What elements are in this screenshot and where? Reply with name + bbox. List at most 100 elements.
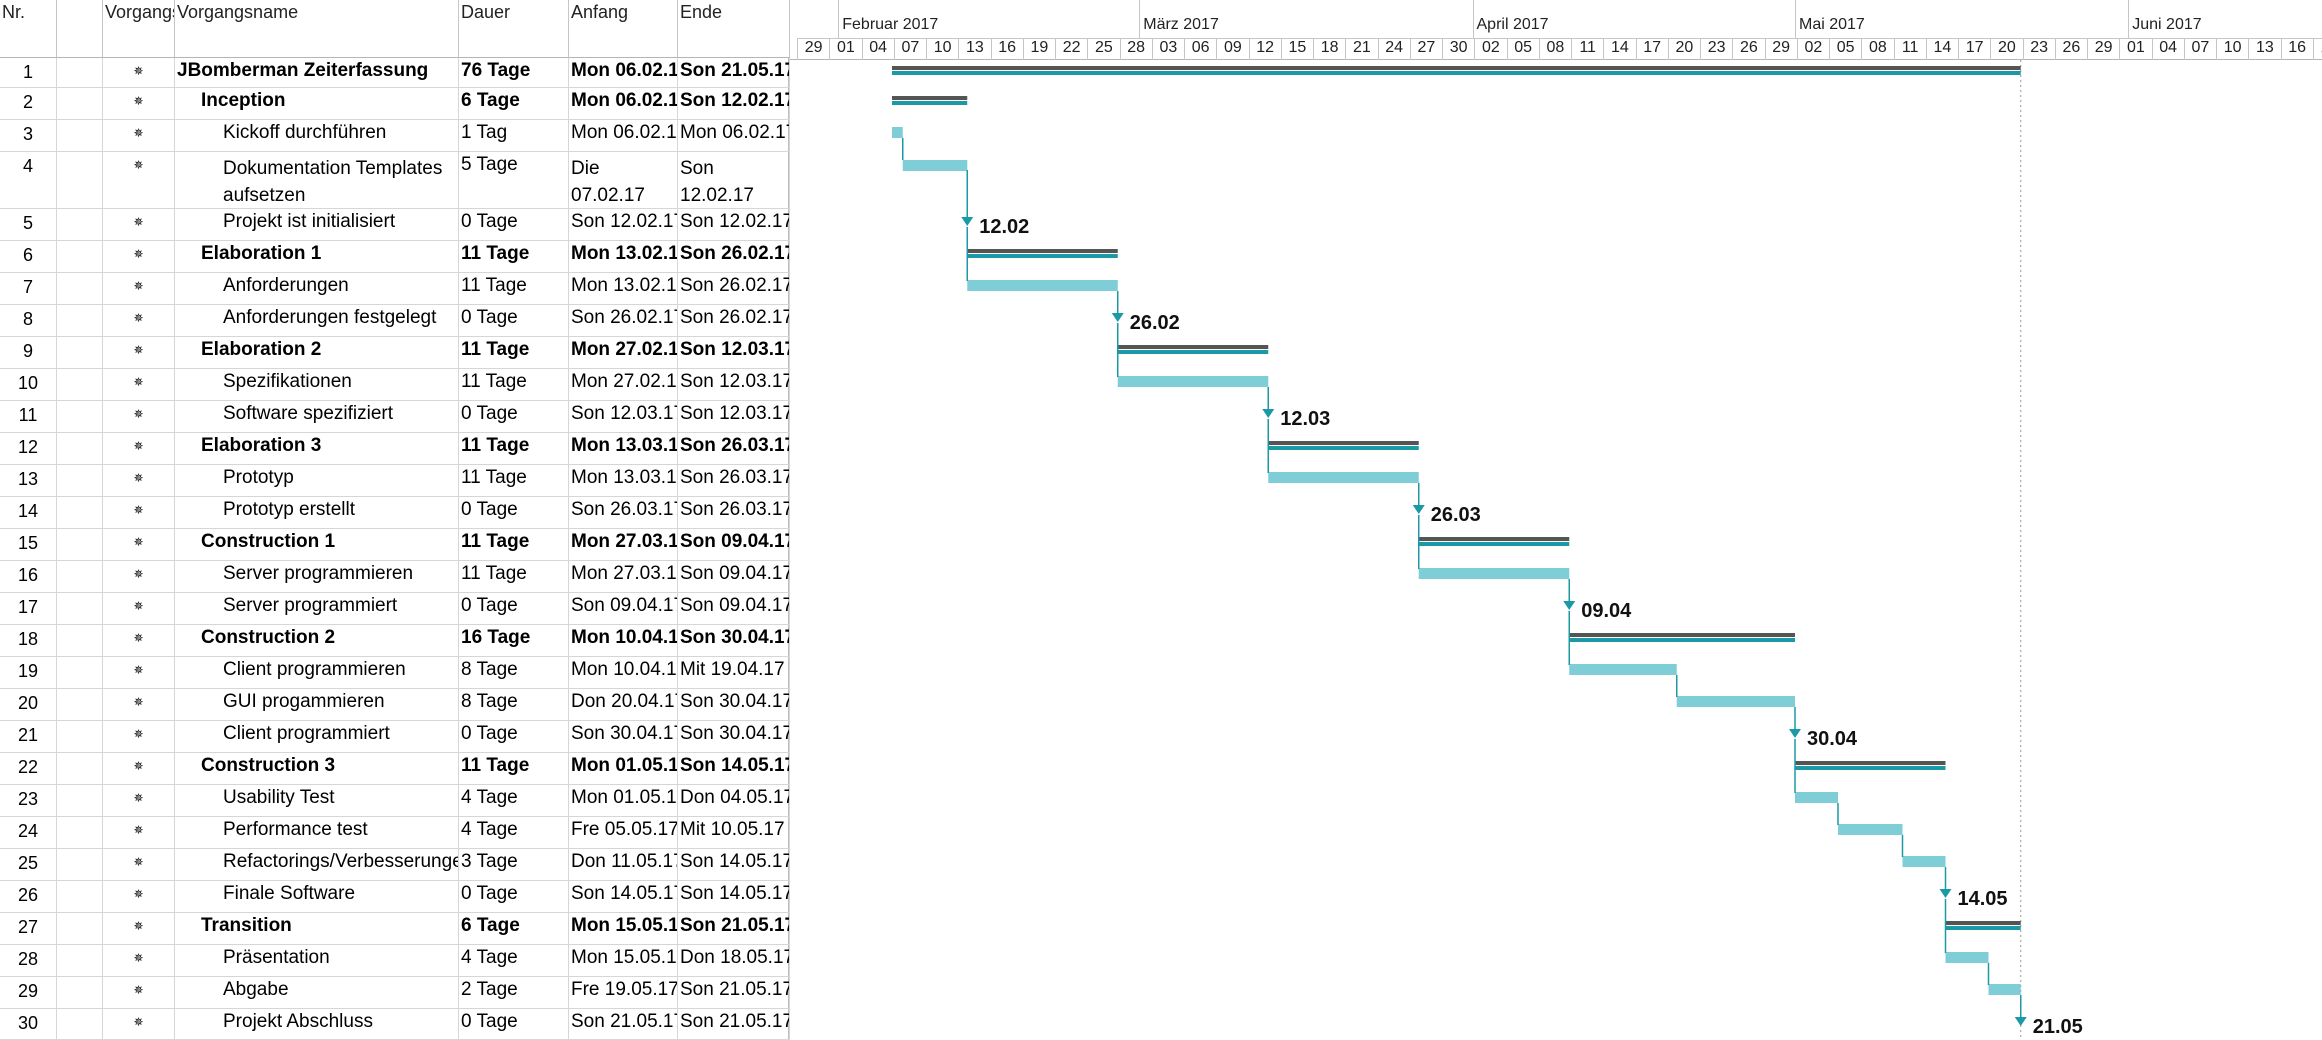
task-end[interactable]: Son 26.03.17 [678, 465, 790, 496]
row-number[interactable]: 20 [0, 689, 57, 720]
task-mode-cell[interactable]: ✵ [103, 209, 175, 240]
task-mode-cell[interactable]: ✵ [103, 465, 175, 496]
row-number[interactable]: 16 [0, 561, 57, 592]
task-end[interactable]: Son 12.03.17 [678, 369, 790, 400]
task-name[interactable]: Construction 2 [175, 625, 459, 656]
task-duration[interactable]: 0 Tage [459, 1009, 569, 1039]
task-duration[interactable]: 11 Tage [459, 369, 569, 400]
task-end[interactable]: Son 26.02.17 [678, 241, 790, 272]
task-end[interactable]: Son 14.05.17 [678, 753, 790, 784]
task-end[interactable]: Son 30.04.17 [678, 625, 790, 656]
row-number[interactable]: 15 [0, 529, 57, 560]
task-start[interactable]: Don 20.04.17 [569, 689, 678, 720]
row-number[interactable]: 8 [0, 305, 57, 336]
task-start[interactable]: Mon 27.02.17 [569, 337, 678, 368]
col-header-mode[interactable]: Vorgangsmodus [103, 0, 175, 58]
task-end[interactable]: Mon 06.02.17 [678, 120, 790, 151]
task-end[interactable]: Son 26.03.17 [678, 433, 790, 464]
task-start[interactable]: Son 14.05.17 [569, 881, 678, 912]
task-end[interactable]: Son 14.05.17 [678, 849, 790, 880]
task-name[interactable]: Server programmiert [175, 593, 459, 624]
col-header-name[interactable]: Vorgangsname [175, 0, 459, 58]
task-mode-cell[interactable]: ✵ [103, 593, 175, 624]
col-header-end[interactable]: Ende [678, 0, 790, 58]
task-start[interactable]: Mon 27.03.17 [569, 561, 678, 592]
row-number[interactable]: 19 [0, 657, 57, 688]
task-start[interactable]: Son 21.05.17 [569, 1009, 678, 1039]
task-mode-cell[interactable]: ✵ [103, 529, 175, 560]
task-start[interactable]: Fre 05.05.17 [569, 817, 678, 848]
task-mode-cell[interactable]: ✵ [103, 433, 175, 464]
task-duration[interactable]: 0 Tage [459, 721, 569, 752]
task-name[interactable]: Elaboration 2 [175, 337, 459, 368]
task-name[interactable]: Client programmiert [175, 721, 459, 752]
task-duration[interactable]: 11 Tage [459, 529, 569, 560]
task-start[interactable]: Son 30.04.17 [569, 721, 678, 752]
task-name[interactable]: Construction 3 [175, 753, 459, 784]
row-number[interactable]: 1 [0, 58, 57, 87]
task-name[interactable]: JBomberman Zeiterfassung [175, 58, 459, 87]
row-number[interactable]: 5 [0, 209, 57, 240]
task-end[interactable]: Son 26.02.17 [678, 273, 790, 304]
task-mode-cell[interactable]: ✵ [103, 337, 175, 368]
task-duration[interactable]: 11 Tage [459, 753, 569, 784]
task-mode-cell[interactable]: ✵ [103, 401, 175, 432]
task-duration[interactable]: 0 Tage [459, 305, 569, 336]
task-duration[interactable]: 11 Tage [459, 337, 569, 368]
task-mode-cell[interactable]: ✵ [103, 1009, 175, 1039]
task-duration[interactable]: 2 Tage [459, 977, 569, 1008]
task-duration[interactable]: 0 Tage [459, 401, 569, 432]
task-name[interactable]: Präsentation [175, 945, 459, 976]
task-end[interactable]: Son 12.02.17 [678, 152, 790, 208]
task-end[interactable]: Son 21.05.17 [678, 58, 790, 87]
row-number[interactable]: 2 [0, 88, 57, 119]
task-start[interactable]: Mon 06.02.17 [569, 120, 678, 151]
task-start[interactable]: Mon 13.02.17 [569, 273, 678, 304]
task-mode-cell[interactable]: ✵ [103, 913, 175, 944]
task-start[interactable]: Mon 10.04.17 [569, 657, 678, 688]
task-end[interactable]: Mit 19.04.17 [678, 657, 790, 688]
task-duration[interactable]: 6 Tage [459, 913, 569, 944]
task-mode-cell[interactable]: ✵ [103, 657, 175, 688]
row-number[interactable]: 14 [0, 497, 57, 528]
task-end[interactable]: Don 18.05.17 [678, 945, 790, 976]
task-name[interactable]: Finale Software [175, 881, 459, 912]
task-duration[interactable]: 0 Tage [459, 881, 569, 912]
task-name[interactable]: Client programmieren [175, 657, 459, 688]
row-number[interactable]: 18 [0, 625, 57, 656]
task-end[interactable]: Son 12.03.17 [678, 401, 790, 432]
task-mode-cell[interactable]: ✵ [103, 152, 175, 208]
task-start[interactable]: Mon 13.02.17 [569, 241, 678, 272]
task-start[interactable]: Mon 15.05.17 [569, 945, 678, 976]
task-end[interactable]: Mit 10.05.17 [678, 817, 790, 848]
task-end[interactable]: Son 21.05.17 [678, 977, 790, 1008]
task-name[interactable]: Anforderungen [175, 273, 459, 304]
task-duration[interactable]: 5 Tage [459, 152, 569, 208]
row-number[interactable]: 28 [0, 945, 57, 976]
row-number[interactable]: 7 [0, 273, 57, 304]
task-start[interactable]: Mon 01.05.17 [569, 785, 678, 816]
task-end[interactable]: Son 09.04.17 [678, 561, 790, 592]
task-name[interactable]: Kickoff durchführen [175, 120, 459, 151]
task-duration[interactable]: 4 Tage [459, 817, 569, 848]
task-start[interactable]: Mon 10.04.17 [569, 625, 678, 656]
task-end[interactable]: Son 26.02.17 [678, 305, 790, 336]
task-name[interactable]: Projekt ist initialisiert [175, 209, 459, 240]
task-mode-cell[interactable]: ✵ [103, 561, 175, 592]
task-end[interactable]: Son 26.03.17 [678, 497, 790, 528]
row-number[interactable]: 24 [0, 817, 57, 848]
row-number[interactable]: 22 [0, 753, 57, 784]
task-name[interactable]: Prototyp erstellt [175, 497, 459, 528]
task-start[interactable]: Mon 27.02.17 [569, 369, 678, 400]
